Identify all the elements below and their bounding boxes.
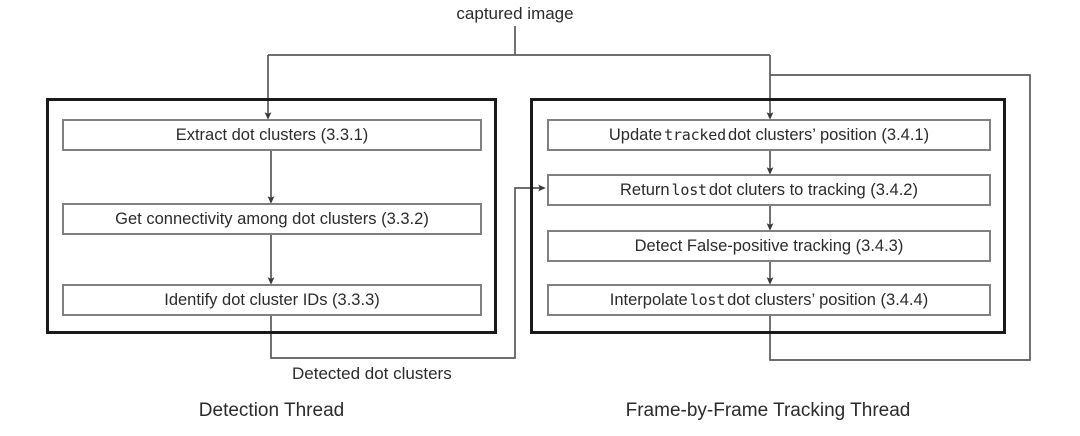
step-label-post: dot clusters’ position (3.4.1) [727,125,930,144]
step-label-pre: Extract dot clusters (3.3.1) [175,125,369,144]
tracking-thread-title: Frame-by-Frame Tracking Thread [625,400,911,421]
captured-image-label: captured image [456,4,574,23]
step-label-pre: Identify dot cluster IDs (3.3.3) [164,290,380,309]
detection-thread-container [46,98,497,334]
step-label-pre: Get connectivity among dot clusters (3.3… [115,209,429,228]
step-label-pre: Return [620,180,670,199]
step-label-mono: tracked [664,125,726,144]
step-get-connectivity[interactable]: Get connectivity among dot clusters (3.3… [62,203,482,235]
tracking-thread-container [530,98,1006,334]
step-label-post: dot clusters’ position (3.4.4) [727,290,929,309]
step-interpolate-lost-position[interactable]: Interpolate lost dot clusters’ position … [547,284,991,316]
step-label-mono: lost [671,180,708,199]
step-extract-dot-clusters[interactable]: Extract dot clusters (3.3.1) [62,119,482,151]
step-identify-cluster-ids[interactable]: Identify dot cluster IDs (3.3.3) [62,284,482,316]
step-update-tracked-position[interactable]: Update tracked dot clusters’ position (3… [547,119,991,151]
step-label-pre: Interpolate [609,290,688,309]
detection-thread-title: Detection Thread [198,400,345,421]
step-detect-false-positive[interactable]: Detect False-positive tracking (3.4.3) [547,230,991,262]
step-label-post: dot cluters to tracking (3.4.2) [708,180,918,199]
step-return-lost-clusters[interactable]: Return lost dot cluters to tracking (3.4… [547,174,991,206]
step-label-pre: Update [608,125,663,144]
step-label-pre: Detect False-positive tracking (3.4.3) [634,236,904,255]
detected-dot-clusters-label: Detected dot clusters [292,364,452,383]
step-label-mono: lost [689,290,726,309]
